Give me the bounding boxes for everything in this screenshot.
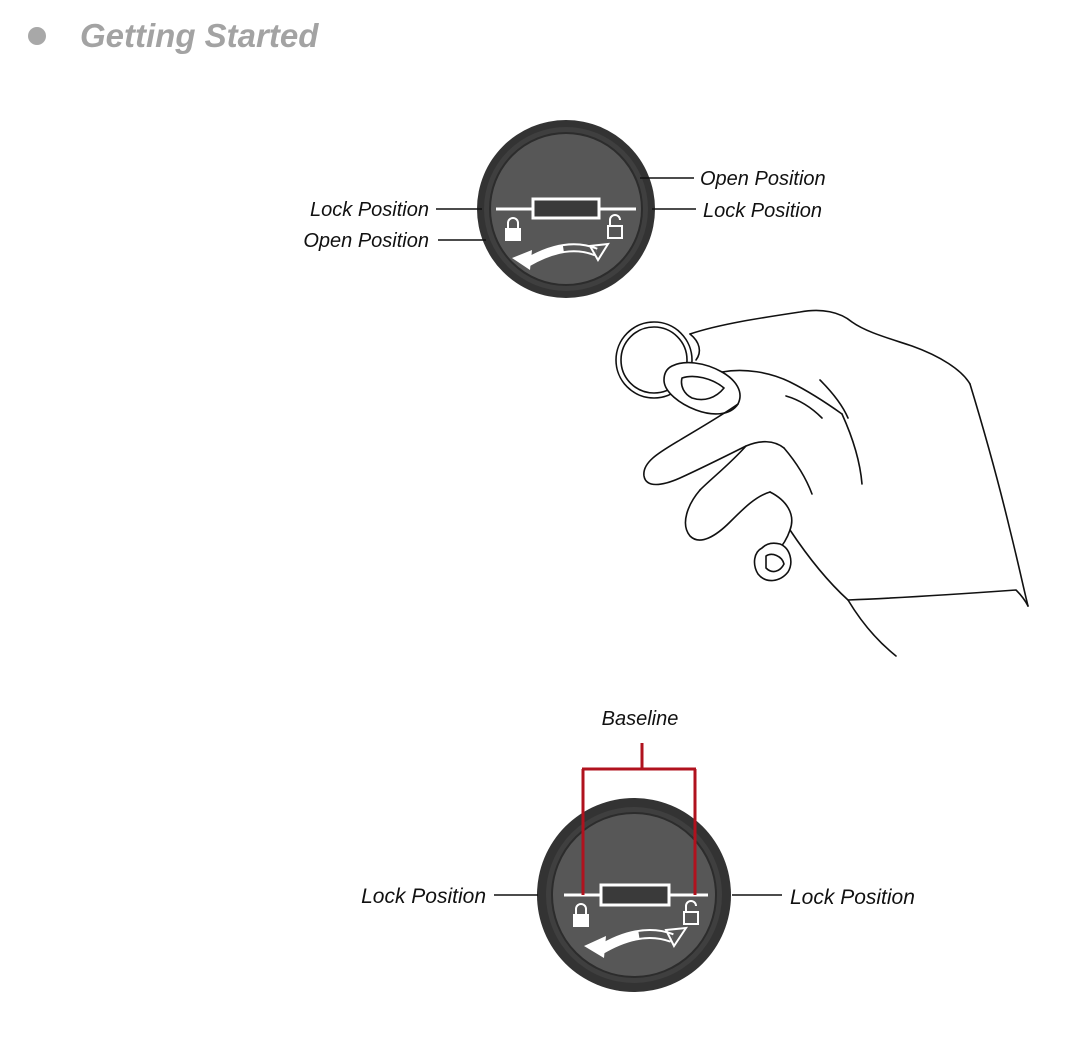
open-lock-icon bbox=[683, 900, 699, 925]
coin-slot bbox=[531, 197, 601, 220]
label-lock-position-left: Lock Position bbox=[361, 885, 486, 908]
label-lock-position-right: Lock Position bbox=[703, 200, 822, 222]
baseline-bracket bbox=[581, 743, 697, 895]
bottom-dial: Baseline Loc bbox=[361, 708, 915, 992]
rotate-arrow-icon bbox=[584, 926, 689, 958]
rotate-arrow-icon bbox=[512, 242, 610, 270]
label-baseline: Baseline bbox=[602, 708, 679, 730]
bullet-icon bbox=[28, 27, 46, 45]
hand-with-coin bbox=[615, 309, 1029, 657]
label-open-position-right: Open Position bbox=[700, 168, 826, 190]
closed-lock-icon bbox=[505, 217, 521, 241]
coin-slot bbox=[599, 883, 671, 907]
page-title: Getting Started bbox=[80, 17, 319, 54]
top-dial: Open Position Lock Position Lock Positio… bbox=[303, 120, 826, 298]
closed-lock-icon bbox=[573, 903, 589, 927]
label-open-position-left: Open Position bbox=[303, 230, 429, 252]
section-header: Getting Started bbox=[28, 14, 318, 58]
hand-illustration bbox=[643, 309, 1029, 657]
open-lock-icon bbox=[607, 214, 623, 239]
label-lock-position-right: Lock Position bbox=[790, 886, 915, 909]
label-lock-position-left: Lock Position bbox=[310, 199, 429, 221]
